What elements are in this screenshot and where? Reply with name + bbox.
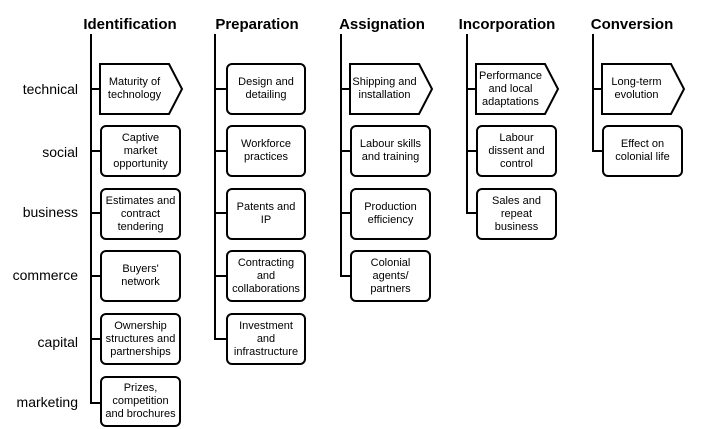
heading-conversion: Conversion: [590, 16, 674, 33]
identification-maturity-label: Maturity of technology: [107, 76, 162, 101]
row-label-technical: technical: [22, 81, 78, 97]
incorporation-performance-arrow: Performance and local adaptations: [475, 63, 560, 115]
incorporation-stub: [466, 88, 476, 90]
preparation-connector: [214, 34, 216, 339]
identification-prizes-box: Prizes, competition and brochures: [100, 376, 181, 427]
incorporation-stub: [466, 212, 476, 214]
identification-ownership-box: Ownership structures and partnerships: [100, 313, 181, 365]
identification-captive-box: Captive market opportunity: [100, 125, 181, 177]
preparation-investment-box: Investment and infrastructure: [226, 313, 306, 365]
conversion-longterm-label: Long-term evolution: [611, 76, 662, 101]
preparation-stub: [214, 338, 226, 340]
preparation-workforce-box: Workforce practices: [226, 125, 306, 177]
incorporation-stub: [466, 150, 476, 152]
heading-incorporation: Incorporation: [458, 16, 556, 33]
identification-maturity-arrow: Maturity of technology: [99, 63, 184, 115]
assignation-stub: [340, 150, 350, 152]
identification-stub: [90, 275, 100, 277]
arrow-shape: [99, 63, 184, 115]
arrow-shape: [475, 63, 560, 115]
arrow-shape: [349, 63, 434, 115]
assignation-connector: [340, 34, 342, 276]
assignation-stub: [340, 275, 350, 277]
assignation-labour-box: Labour skills and training: [350, 125, 431, 177]
preparation-stub: [214, 150, 226, 152]
assignation-colonial-box: Colonial agents/ partners: [350, 250, 431, 302]
row-label-marketing: marketing: [16, 394, 78, 410]
identification-stub: [90, 338, 100, 340]
preparation-stub: [214, 275, 226, 277]
conversion-stub: [592, 150, 602, 152]
identification-connector: [90, 34, 92, 404]
assignation-production-box: Production efficiency: [350, 188, 431, 240]
identification-stub: [90, 212, 100, 214]
identification-buyers-box: Buyers' network: [100, 250, 181, 302]
heading-assignation: Assignation: [339, 16, 425, 33]
row-label-capital: capital: [37, 334, 78, 350]
preparation-design-box: Design and detailing: [226, 63, 306, 115]
incorporation-dissent-box: Labour dissent and control: [476, 125, 557, 177]
arrow-shape: [601, 63, 686, 115]
incorporation-sales-box: Sales and repeat business: [476, 188, 557, 240]
preparation-contracting-box: Contracting and collaborations: [226, 250, 306, 302]
assignation-stub: [340, 88, 350, 90]
incorporation-performance-label: Performance and local adaptations: [479, 69, 542, 108]
heading-identification: Identification: [83, 16, 177, 33]
heading-preparation: Preparation: [215, 16, 299, 33]
preparation-stub: [214, 212, 226, 214]
identification-estimates-box: Estimates and contract tendering: [100, 188, 181, 240]
identification-stub: [90, 88, 100, 90]
conversion-stub: [592, 88, 602, 90]
row-label-social: social: [42, 144, 78, 160]
conversion-connector: [592, 34, 594, 151]
conversion-longterm-arrow: Long-term evolution: [601, 63, 686, 115]
assignation-stub: [340, 212, 350, 214]
identification-stub: [90, 150, 100, 152]
row-label-commerce: commerce: [12, 267, 78, 283]
incorporation-connector: [466, 34, 468, 214]
assignation-shipping-label: Shipping and installation: [352, 76, 417, 101]
identification-stub: [90, 402, 100, 404]
assignation-shipping-arrow: Shipping and installation: [349, 63, 434, 115]
preparation-stub: [214, 88, 226, 90]
row-label-business: business: [22, 204, 78, 220]
conversion-effect-box: Effect on colonial life: [602, 125, 683, 177]
preparation-patents-box: Patents and IP: [226, 188, 306, 240]
